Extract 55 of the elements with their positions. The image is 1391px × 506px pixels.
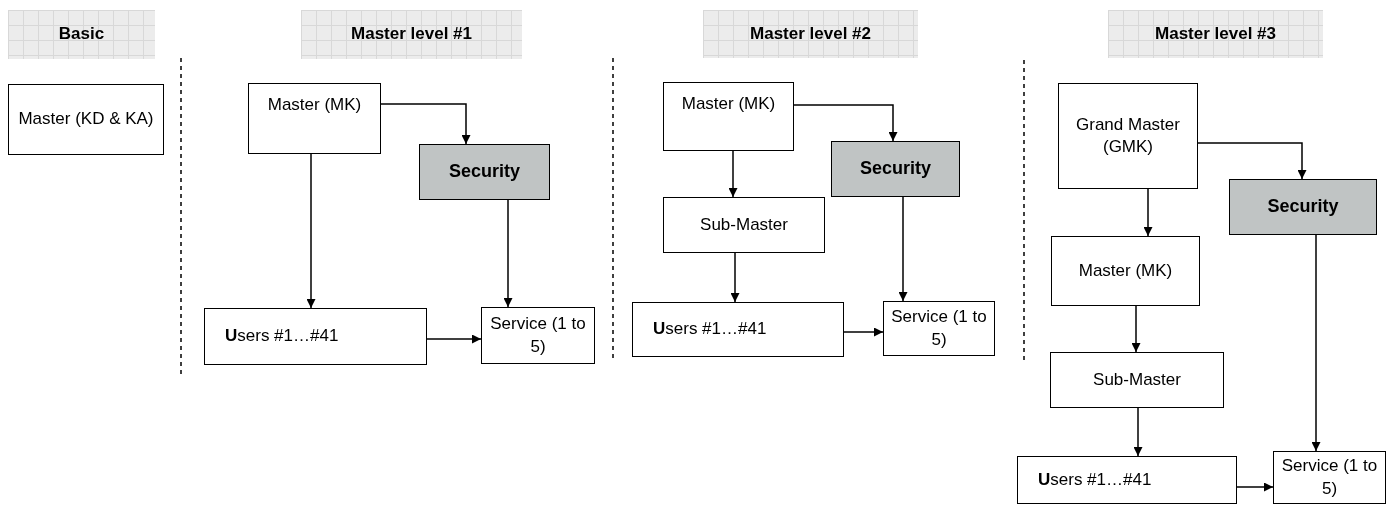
box-label: Security	[448, 160, 520, 184]
box-label: Service (1 to 5)	[890, 306, 988, 351]
header-text: Basic	[58, 23, 105, 46]
column-header	[8, 10, 155, 59]
arrow	[1197, 142, 1307, 180]
security-box	[1229, 179, 1377, 235]
box-label: Users #1…#41	[1038, 468, 1152, 491]
box-label: Security	[1267, 195, 1339, 219]
header-text: Master level #2	[750, 22, 871, 45]
box-label: Master (MK)	[681, 93, 776, 115]
process-box	[1017, 456, 1237, 504]
security-box	[419, 144, 550, 200]
process-box	[883, 301, 995, 356]
process-box	[663, 197, 825, 253]
process-box	[1058, 83, 1198, 189]
arrow	[1311, 234, 1321, 452]
box-label: Security	[859, 157, 931, 181]
box-label: Service (1 to 5)	[1280, 455, 1379, 500]
header-text: Master level #1	[351, 23, 472, 46]
box-label: Users #1…#41	[225, 325, 339, 348]
process-box	[1273, 451, 1386, 504]
arrow	[898, 196, 908, 302]
arrow	[503, 199, 513, 308]
process-box	[481, 307, 595, 364]
arrow	[426, 334, 482, 344]
header-text: Master level #3	[1155, 22, 1276, 45]
process-box	[248, 83, 381, 154]
arrow	[730, 252, 740, 303]
process-box	[663, 82, 794, 151]
box-label: Master (MK)	[1078, 259, 1173, 282]
arrow	[1131, 305, 1141, 353]
security-box	[831, 141, 960, 197]
arrow	[793, 104, 898, 142]
arrow	[1133, 407, 1143, 457]
arrow	[1143, 188, 1153, 237]
arrow	[306, 153, 316, 309]
process-box	[1051, 236, 1200, 306]
process-box	[204, 308, 427, 365]
box-label: Grand Master (GMK)	[1075, 113, 1181, 158]
process-box	[632, 302, 844, 357]
column-header	[1108, 10, 1323, 58]
arrow	[380, 103, 471, 145]
column-header	[703, 10, 918, 58]
box-label: Service (1 to 5)	[489, 313, 587, 358]
box-label: Sub-Master	[1093, 368, 1181, 391]
arrow	[728, 150, 738, 198]
box-label: Master (KD & KA)	[18, 108, 154, 131]
box-label: Users #1…#41	[653, 318, 767, 341]
process-box	[1050, 352, 1224, 408]
arrow	[843, 327, 884, 337]
process-box	[8, 84, 164, 155]
column-header	[301, 10, 522, 59]
arrow	[1236, 482, 1274, 492]
box-label: Sub-Master	[700, 213, 788, 236]
box-label: Master (MK)	[267, 94, 362, 116]
